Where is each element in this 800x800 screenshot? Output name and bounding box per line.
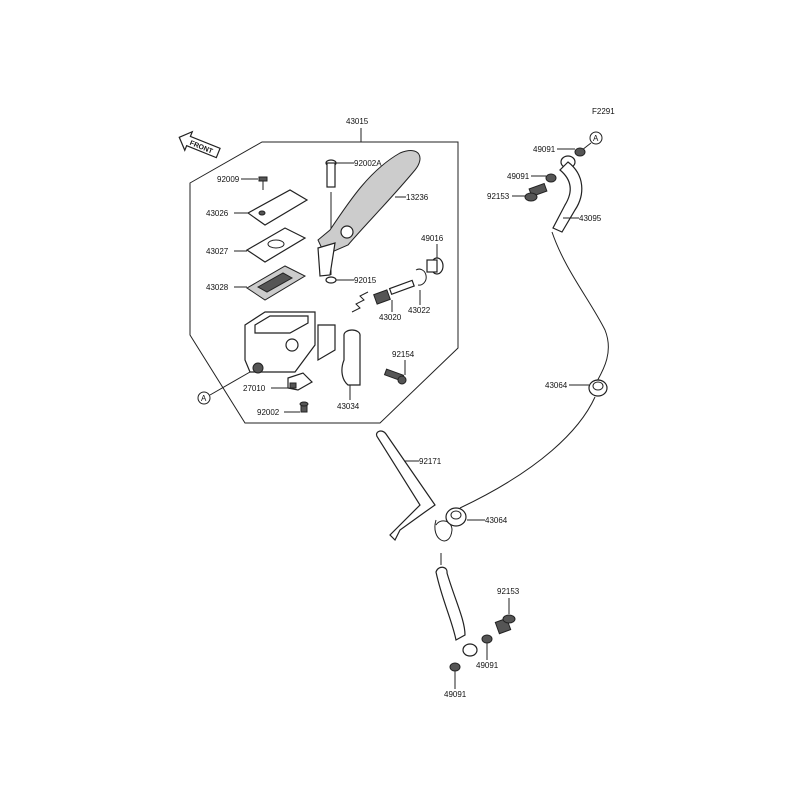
ref-marker-a-left: [197, 391, 211, 405]
clamp-43034: [317, 324, 361, 386]
hose-43095: [552, 161, 583, 233]
nut-92015: [325, 276, 337, 284]
screw-92002: [299, 401, 309, 413]
label-92002: 92002: [257, 408, 280, 417]
label-49091-mid: 49091: [507, 172, 530, 181]
banjo-bolt-92153-top: [524, 182, 548, 202]
grommet-43064-lower: [445, 507, 467, 527]
bolt-92154: [383, 368, 407, 385]
label-49016: 49016: [421, 234, 444, 243]
washer-49091-top: [574, 147, 586, 157]
label-43026: 43026: [206, 209, 229, 218]
label-92002A: 92002A: [354, 159, 382, 168]
washer-49091-lower-right: [481, 634, 493, 644]
washer-49091-mid: [545, 173, 557, 183]
front-arrow-icon: FRONT: [178, 130, 221, 159]
assembly-boundary: [189, 141, 459, 424]
pivot-bolt-92002A: [325, 159, 337, 188]
label-43020: 43020: [379, 313, 402, 322]
label-92153-top: 92153: [487, 192, 510, 201]
label-43027: 43027: [206, 247, 229, 256]
label-43022: 43022: [408, 306, 431, 315]
boot-49016: [426, 257, 444, 275]
grommet-43064-upper: [588, 379, 608, 397]
label-92009: 92009: [217, 175, 240, 184]
reservoir-cap-43026: [246, 189, 309, 226]
master-cylinder-body: [244, 311, 316, 374]
label-92154: 92154: [392, 350, 415, 359]
label-43095: 43095: [579, 214, 602, 223]
label-43064-upper: 43064: [545, 381, 568, 390]
washer-49091-lower-left: [449, 662, 461, 672]
figure-code: F2291: [592, 107, 615, 116]
diaphragm-plate-43027: [245, 227, 307, 263]
label-49091-lower-left: 49091: [444, 690, 467, 699]
label-92015: 92015: [354, 276, 377, 285]
label-43028: 43028: [206, 283, 229, 292]
label-27010: 27010: [243, 384, 266, 393]
brake-line: [459, 231, 609, 509]
label-43064-lower: 43064: [485, 516, 508, 525]
ref-a-left-label: A: [201, 394, 207, 403]
label-92153-lower: 92153: [497, 587, 520, 596]
circlip-43022: [415, 268, 427, 286]
switch-27010: [287, 372, 313, 391]
label-43015: 43015: [346, 117, 369, 126]
label-13236: 13236: [406, 193, 429, 202]
label-49091-top: 49091: [533, 145, 556, 154]
banjo-bolt-92153-lower: [494, 614, 516, 635]
screw-92009: [258, 176, 268, 190]
ref-a-right-label: A: [593, 134, 599, 143]
bracket-92171: [375, 430, 436, 542]
hose-lower: [435, 566, 466, 641]
piston-43020: [351, 279, 415, 313]
ref-marker-a-right: [589, 131, 603, 145]
banjo-lower: [462, 643, 478, 657]
label-43034: 43034: [337, 402, 360, 411]
label-49091-lower-right: 49091: [476, 661, 499, 670]
label-92171: 92171: [419, 457, 442, 466]
